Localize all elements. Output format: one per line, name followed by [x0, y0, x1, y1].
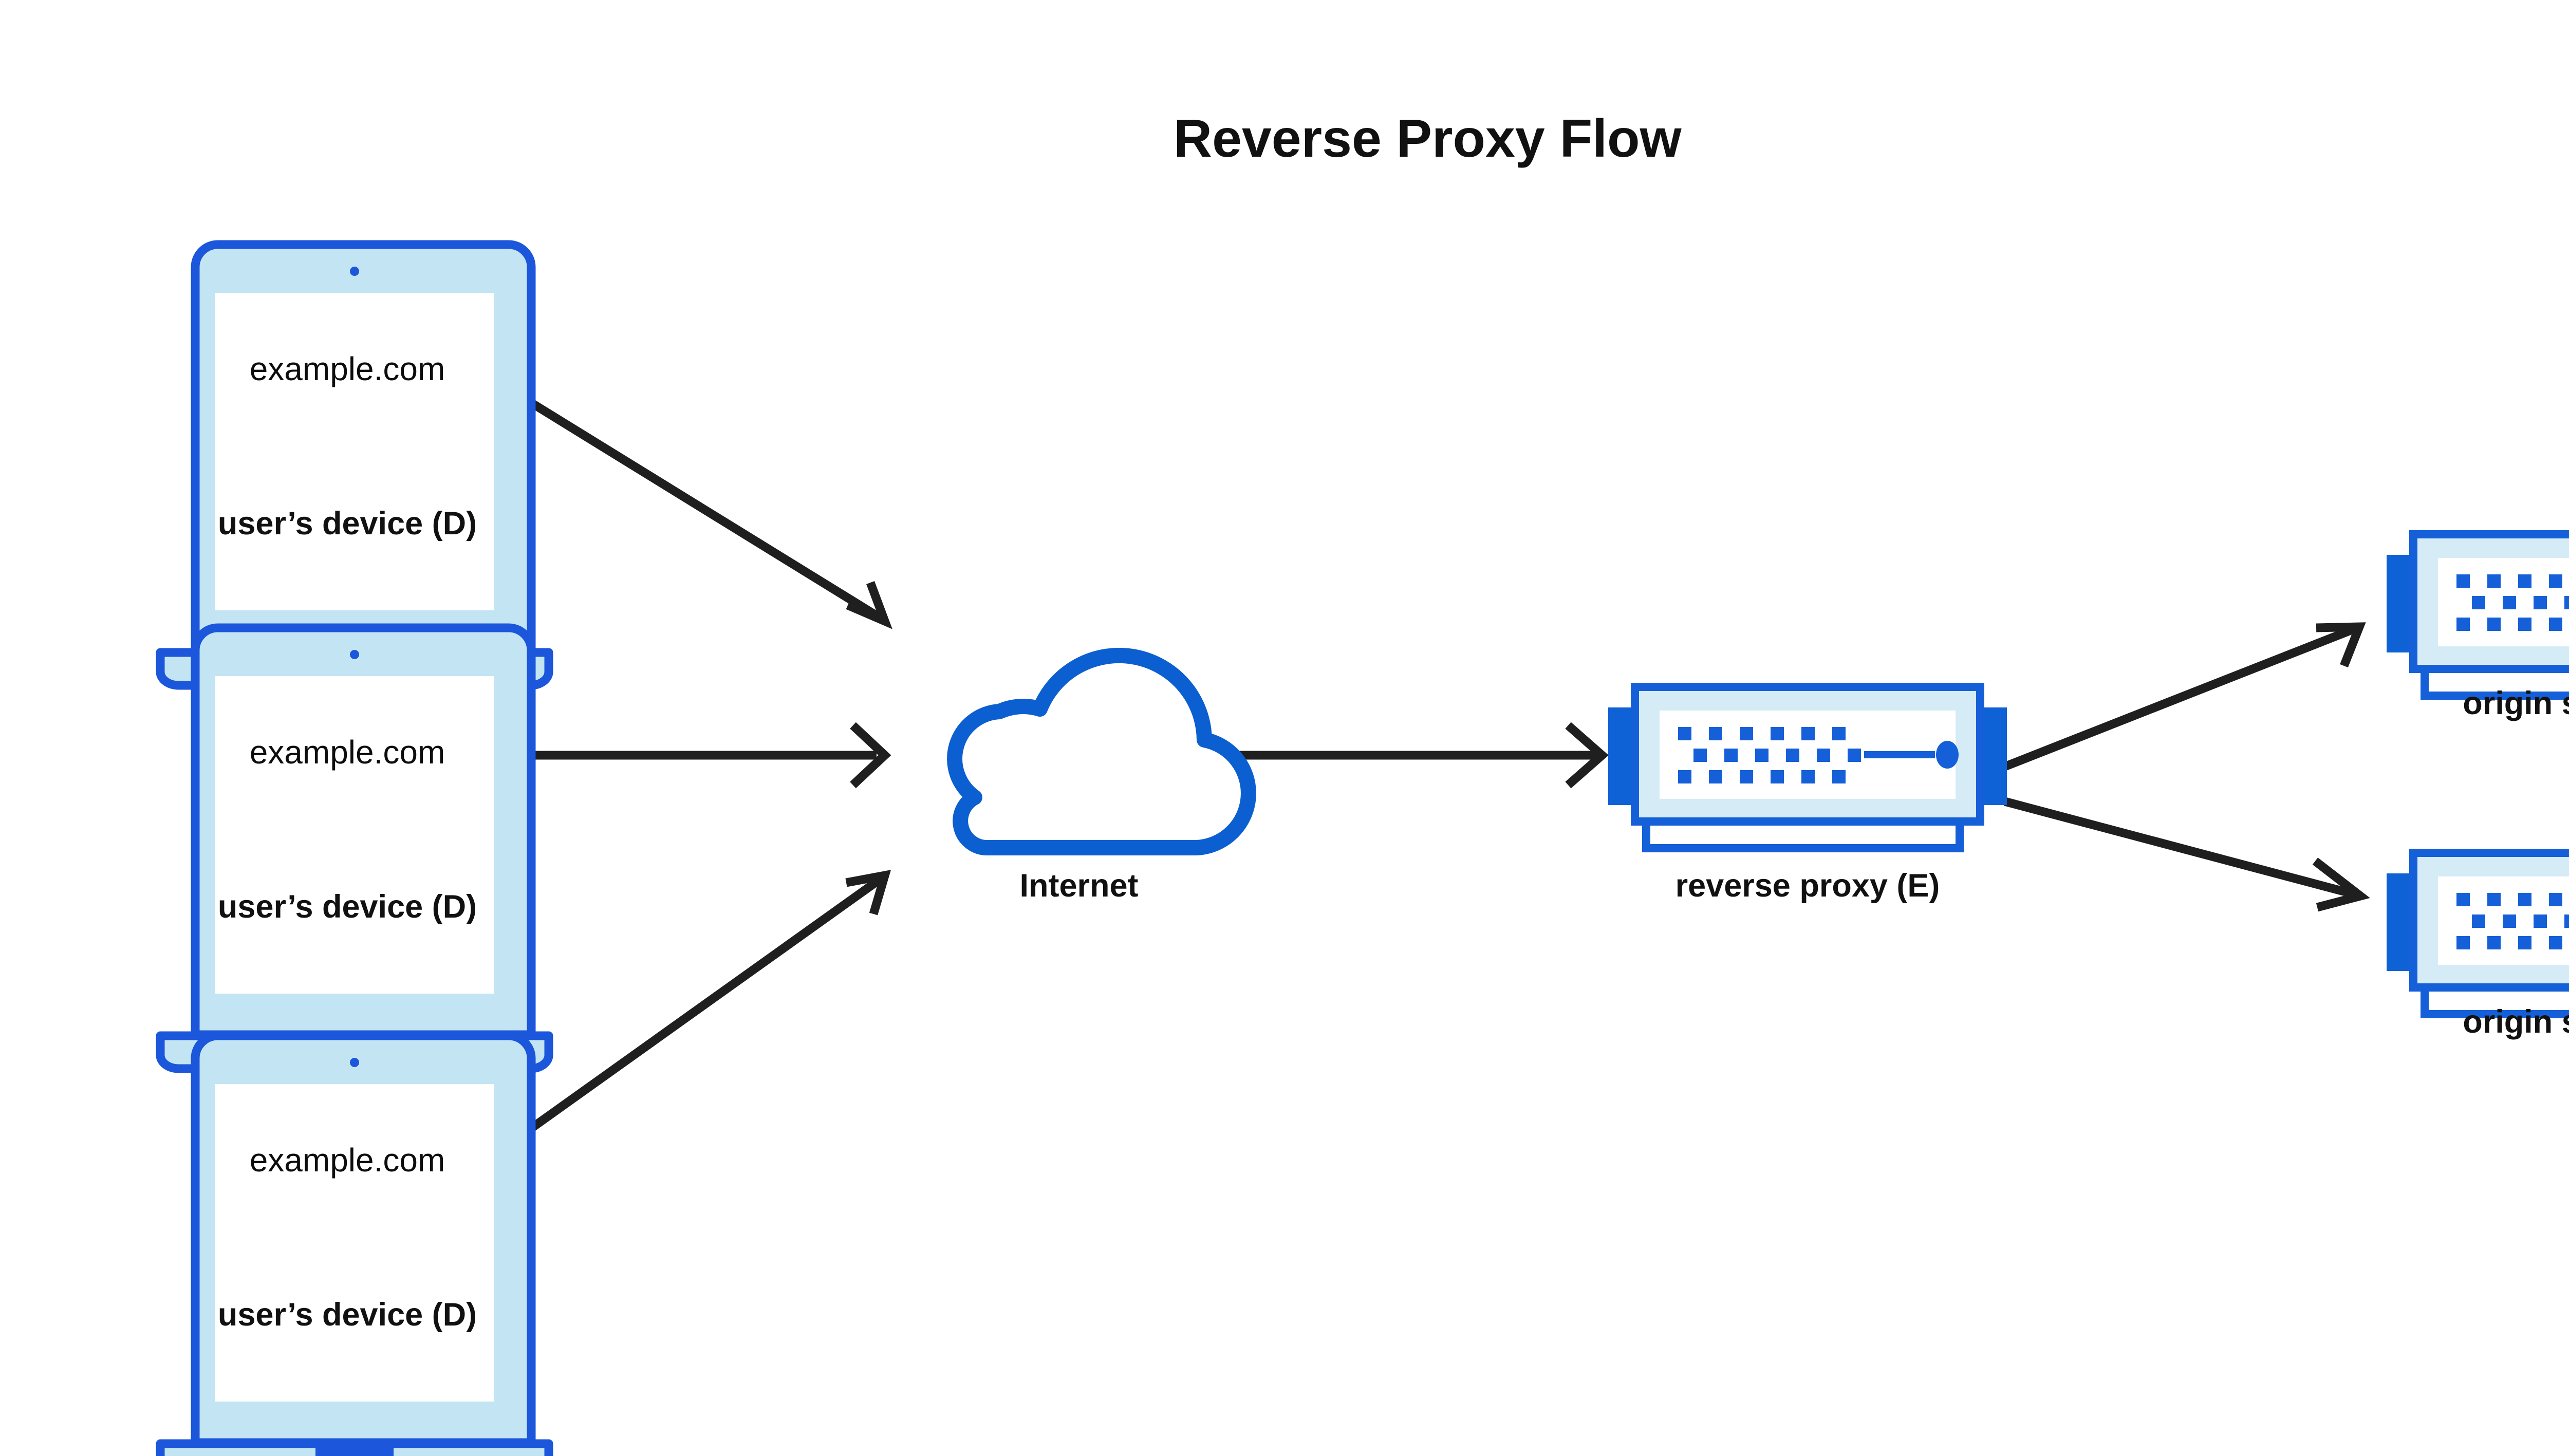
node-label-reverse-proxy: reverse proxy (E) [1676, 868, 1940, 904]
edge-internet-proxy [1233, 722, 1609, 789]
laptop-icon [160, 245, 549, 685]
node-origin-top[interactable]: origin server (F) [2387, 534, 2569, 721]
node-reverse-proxy[interactable]: reverse proxy (E) [1608, 687, 2007, 904]
laptop-icon [160, 628, 549, 1069]
laptop-screen-text: example.com [250, 350, 445, 387]
edge-device-middle-internet [509, 722, 891, 789]
node-device-top[interactable]: example.com user’s device (D) [160, 245, 549, 685]
node-device-middle[interactable]: example.com user’s device (D) [160, 628, 549, 1069]
edge-layer [509, 386, 2370, 1146]
laptop-icon [160, 1036, 549, 1456]
edge-device-bottom-internet [509, 870, 891, 1146]
node-label-origin-bottom: origin server (F) [2463, 1004, 2569, 1040]
cloud-icon [955, 656, 1249, 848]
node-label-device-bottom: user’s device (D) [218, 1297, 477, 1333]
node-internet[interactable]: Internet [955, 656, 1249, 904]
page-title: Reverse Proxy Flow [1174, 109, 1682, 169]
node-label-device-top: user’s device (D) [218, 506, 477, 542]
server-icon [1608, 687, 2007, 848]
node-label-device-middle: user’s device (D) [218, 889, 477, 925]
node-label-origin-top: origin server (F) [2463, 685, 2569, 721]
laptop-screen-text: example.com [250, 1142, 445, 1179]
edge-device-top-internet [509, 386, 892, 629]
server-icon [2387, 853, 2569, 1014]
server-icon [2387, 534, 2569, 696]
laptop-screen-text: example.com [250, 734, 445, 771]
node-device-bottom[interactable]: example.com user’s device (D) [160, 1036, 549, 1456]
edge-proxy-origin-bottom [2003, 797, 2370, 912]
edge-proxy-origin-top [2003, 622, 2366, 771]
node-label-internet: Internet [1019, 868, 1138, 904]
node-origin-bottom[interactable]: origin server (F) [2387, 853, 2569, 1040]
